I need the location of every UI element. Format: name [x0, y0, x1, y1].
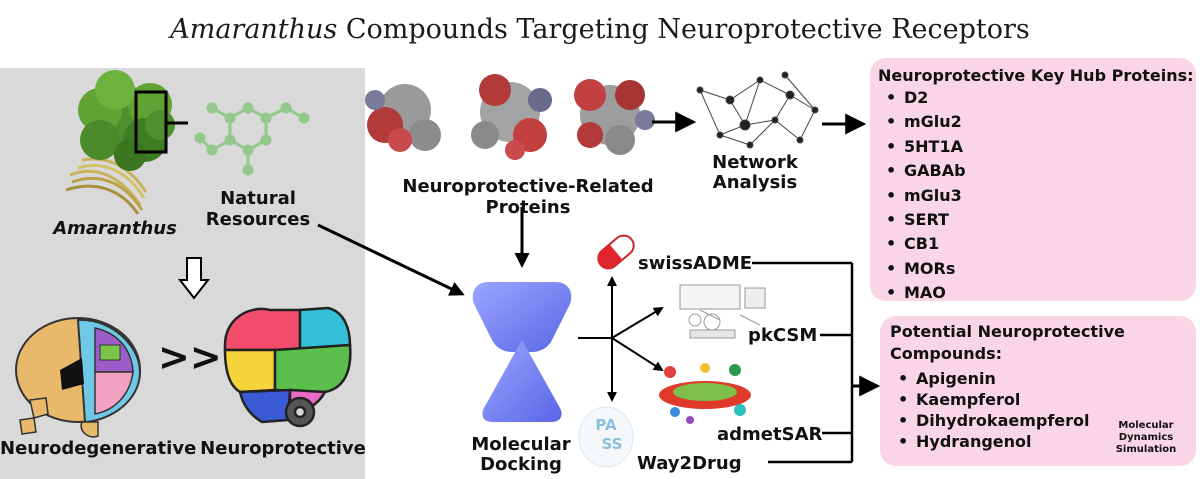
md-label-2: Dynamics: [1118, 432, 1174, 443]
list-item: mGlu2: [878, 110, 966, 135]
label-network-1: Network: [712, 152, 798, 173]
compounds-box: Potential Neuroprotective Compounds: Api…: [880, 316, 1196, 466]
list-item: GABAb: [878, 159, 966, 184]
docking-logo-icon: [472, 282, 572, 422]
neuroprotective-brain-icon: [223, 306, 352, 428]
compounds-heading-1: Potential Neuroprotective: [890, 322, 1125, 341]
label-amaranthus: Amaranthus: [53, 218, 177, 239]
label-neuroprotective: Neuroprotective: [200, 438, 366, 459]
molecule-icon: [194, 102, 310, 176]
compounds-list: Apigenin Kaempferol Dihydrokaempferol Hy…: [890, 368, 1090, 452]
list-item: SERT: [878, 208, 966, 233]
md-label-3: Simulation: [1115, 444, 1177, 455]
label-docking-1: Molecular: [471, 434, 571, 455]
pass-logo-icon: PA SS: [578, 406, 634, 468]
compounds-heading-2: Compounds:: [890, 344, 1003, 363]
label-proteins: Neuroprotective-Related Proteins: [402, 176, 654, 218]
list-item: MORs: [878, 257, 966, 282]
neurodegenerative-brain-icon: [15, 317, 142, 438]
list-item: D2: [878, 86, 966, 111]
hub-list: D2 mGlu2 5HT1A GABAb mGlu3 SERT CB1 MORs…: [878, 86, 966, 306]
label-natural-resources-1: Natural: [220, 188, 296, 209]
label-pkcsm: pkCSM: [748, 325, 818, 346]
list-item: Dihydrokaempferol: [890, 410, 1090, 431]
protein-structures-icon: [365, 74, 655, 160]
label-neurodegenerative: Neurodegenerative: [0, 438, 197, 459]
label-natural-resources-2: Resources: [205, 209, 311, 230]
arrow-resources-to-docking: [317, 223, 465, 296]
page-title: Amaranthus Compounds Targeting Neuroprot…: [0, 14, 1200, 45]
pill-icon: [597, 234, 635, 270]
list-item: 5HT1A: [878, 135, 966, 160]
label-network-2: Analysis: [712, 172, 798, 193]
label-admetsar: admetSAR: [717, 424, 823, 445]
list-item: MAO: [878, 281, 966, 306]
list-item: Kaempferol: [890, 389, 1090, 410]
list-item: Hydrangenol: [890, 431, 1090, 452]
label-way2drug: Way2Drug: [637, 453, 742, 474]
md-label-1: Molecular: [1118, 420, 1174, 431]
pass-logo-text-2: SS: [602, 435, 623, 453]
docking-tool-arrows: [578, 276, 664, 402]
title-italic: Amaranthus: [170, 14, 338, 45]
pkcsm-schematic-icon: [679, 284, 766, 339]
hub-proteins-box: Neuroprotective Key Hub Proteins: D2 mGl…: [870, 58, 1196, 306]
network-graph-icon: [696, 71, 819, 149]
list-item: mGlu3: [878, 184, 966, 209]
label-swissadme: swissADME: [638, 253, 753, 274]
down-arrow-icon: [177, 257, 211, 300]
title-rest: Compounds Targeting Neuroprotective Rece…: [337, 14, 1030, 45]
tools-bracket-lines: [752, 261, 854, 464]
md-label: Molecular Dynamics Simulation: [1102, 420, 1190, 456]
admetsar-graphic-icon: [659, 363, 751, 424]
list-item: Apigenin: [890, 368, 1090, 389]
hub-heading: Neuroprotective Key Hub Proteins:: [878, 66, 1194, 85]
list-item: CB1: [878, 232, 966, 257]
amaranthus-plant-icon: [65, 70, 188, 215]
label-docking-2: Docking: [480, 454, 562, 475]
pass-logo-text-1: PA: [595, 416, 617, 434]
